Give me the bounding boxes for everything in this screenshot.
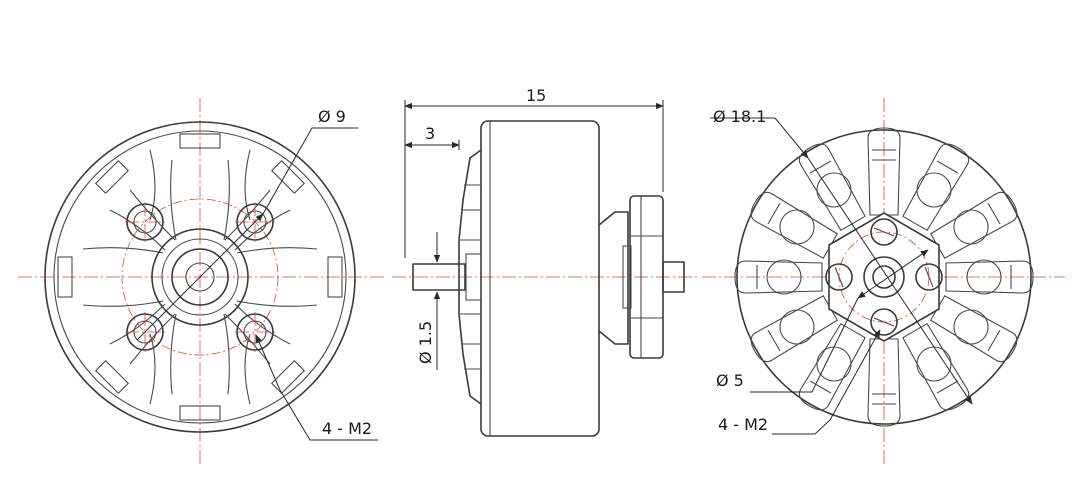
front-shaft-bore xyxy=(185,262,215,292)
front-pcd-leader xyxy=(262,127,358,215)
side-shaft-dia-label: Ø 1.5 xyxy=(416,321,435,364)
side-rear-taper xyxy=(598,211,629,345)
front-spokes xyxy=(82,149,318,405)
front-pcd-label: Ø 9 xyxy=(318,107,346,126)
rear-pcd-label: Ø 5 xyxy=(716,371,744,390)
rear-thread-arrow xyxy=(829,329,881,421)
front-thread-label: 4 - M2 xyxy=(322,419,372,438)
rear-pcd-leader xyxy=(750,297,859,393)
front-view: Ø 9 4 - M2 xyxy=(18,98,385,466)
front-thread-leader xyxy=(279,389,378,441)
side-length-label: 15 xyxy=(526,86,546,105)
rear-outer-dia-label: Ø 18.1 xyxy=(713,107,766,126)
front-thread-arrow xyxy=(255,334,281,391)
rear-slot-pockets xyxy=(766,172,1002,382)
side-shaft-length-label: 3 xyxy=(425,124,435,143)
side-rear-flange-detail xyxy=(622,196,663,358)
front-outer-rim-inner xyxy=(53,130,347,424)
rear-view: Ø 18.1 Ø 5 4 - M2 xyxy=(702,98,1065,466)
side-bell xyxy=(480,120,600,437)
rear-pcd-dimension-line xyxy=(857,249,929,299)
front-hub-inner xyxy=(171,248,229,306)
front-rim-tabs xyxy=(57,133,343,421)
front-pcd-dimension-line xyxy=(136,213,264,341)
rear-thread-leader xyxy=(772,419,831,435)
side-view: 15 3 Ø 1.5 xyxy=(392,86,700,437)
front-hub-mid xyxy=(161,238,239,316)
rear-stator-teeth xyxy=(734,127,1034,427)
side-front-cage xyxy=(458,149,482,405)
side-rear-shaft-tip xyxy=(662,261,685,293)
side-shaft xyxy=(412,263,466,291)
rear-outer-rim xyxy=(736,129,1032,425)
front-hub-outer xyxy=(151,228,249,326)
side-front-cage-fins xyxy=(460,184,482,370)
front-mounting-holes xyxy=(125,202,275,352)
front-pitch-circle xyxy=(121,198,279,356)
front-outer-rim xyxy=(44,121,356,433)
rear-outer-dia-arrow-top xyxy=(774,117,809,159)
rear-thread-label: 4 - M2 xyxy=(718,415,768,434)
